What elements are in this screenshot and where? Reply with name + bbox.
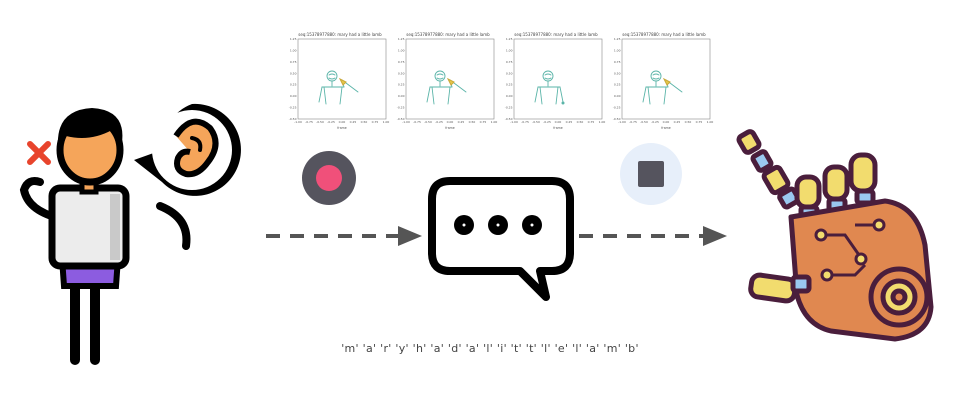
person-illustration (19, 103, 241, 365)
y-tick-label: 1.25 (614, 37, 621, 41)
x-tick-label: -0.25 (651, 120, 659, 124)
y-tick-label: 1.25 (290, 37, 297, 41)
y-tick-label: -0.25 (505, 106, 513, 110)
y-tick-label: 0.75 (506, 60, 513, 64)
x-tick-label: -0.25 (327, 120, 335, 124)
y-tick-label: 0.50 (614, 71, 621, 75)
plot-title: seq:15378977880: mary had a little lamb (622, 32, 706, 37)
y-tick-label: 1.00 (506, 48, 513, 52)
y-tick-label: -0.50 (613, 117, 621, 121)
y-tick-label: 1.00 (614, 48, 621, 52)
x-tick-label: -0.50 (424, 120, 432, 124)
pose-plot: seq:15378977880: mary had a little lamb1… (613, 32, 714, 130)
record-icon (316, 165, 342, 191)
plot-title: seq:15378977880: mary had a little lamb (514, 32, 598, 37)
y-tick-label: 0.00 (614, 94, 621, 98)
x-axis-label: frame (445, 126, 454, 130)
x-tick-label: 0.50 (685, 120, 692, 124)
x-tick-label: -0.75 (521, 120, 529, 124)
x-tick-label: -1.00 (618, 120, 626, 124)
y-tick-label: 1.00 (290, 48, 297, 52)
x-tick-label: 0.00 (663, 120, 670, 124)
x-tick-label: -0.50 (640, 120, 648, 124)
ear-bubble-icon (134, 103, 241, 196)
x-tick-label: -0.50 (316, 120, 324, 124)
x-tick-label: -0.75 (305, 120, 313, 124)
y-tick-label: 0.00 (290, 94, 297, 98)
record-button[interactable] (301, 150, 357, 206)
y-tick-label: -0.25 (289, 106, 297, 110)
y-tick-label: -0.25 (613, 106, 621, 110)
x-tick-label: 1.00 (383, 120, 390, 124)
stop-button[interactable] (619, 142, 683, 206)
y-tick-label: 0.25 (506, 83, 513, 87)
hand-marker (662, 77, 671, 86)
y-tick-label: 1.25 (506, 37, 513, 41)
stick-figure (534, 70, 564, 105)
y-tick-label: -0.50 (505, 117, 513, 121)
hand-marker (561, 101, 565, 105)
raised-arm (19, 177, 62, 222)
y-tick-label: 0.75 (614, 60, 621, 64)
typing-bubble-icon (428, 177, 574, 301)
letter-sequence-caption: 'm' 'a' 'r' 'y' 'h' 'a' 'd' 'a' 'l' 'i' … (341, 342, 639, 355)
y-tick-label: 0.00 (506, 94, 513, 98)
x-tick-label: 0.00 (555, 120, 562, 124)
x-axis-label: frame (337, 126, 346, 130)
x-tick-label: 0.75 (696, 120, 703, 124)
y-tick-label: 0.50 (398, 71, 405, 75)
y-tick-label: 0.50 (506, 71, 513, 75)
x-tick-label: -1.00 (294, 120, 302, 124)
x-tick-label: 0.00 (339, 120, 346, 124)
x-tick-label: 1.00 (491, 120, 498, 124)
pose-plot: seq:15378977880: mary had a little lamb1… (397, 32, 498, 130)
pose-plot: seq:15378977880: mary had a little lamb1… (505, 32, 606, 130)
y-tick-label: 1.25 (398, 37, 405, 41)
x-tick-label: 0.50 (469, 120, 476, 124)
x-tick-label: 0.50 (577, 120, 584, 124)
x-tick-label: -1.00 (510, 120, 518, 124)
x-tick-label: -0.25 (435, 120, 443, 124)
arrow-to-robot (579, 226, 727, 246)
x-tick-label: 0.00 (447, 120, 454, 124)
pose-plot: seq:15378977880: mary had a little lamb1… (289, 32, 390, 130)
y-tick-label: 0.75 (398, 60, 405, 64)
y-tick-label: 0.25 (398, 83, 405, 87)
x-tick-label: 0.75 (480, 120, 487, 124)
x-axis-label: frame (661, 126, 670, 130)
x-tick-label: -0.75 (629, 120, 637, 124)
x-axis-label: frame (553, 126, 562, 130)
y-tick-label: -0.50 (289, 117, 297, 121)
y-tick-label: 0.25 (290, 83, 297, 87)
x-tick-label: 1.00 (599, 120, 606, 124)
stop-icon (638, 161, 664, 187)
x-tick-label: -0.50 (532, 120, 540, 124)
y-tick-label: 0.00 (398, 94, 405, 98)
y-tick-label: 0.50 (290, 71, 297, 75)
x-tick-label: 0.25 (350, 120, 357, 124)
x-tick-label: -1.00 (402, 120, 410, 124)
y-tick-label: 1.00 (398, 48, 405, 52)
x-tick-label: -0.25 (543, 120, 551, 124)
x-tick-label: 0.25 (674, 120, 681, 124)
y-tick-label: -0.50 (397, 117, 405, 121)
hand-marker (446, 77, 455, 86)
y-tick-label: 0.25 (614, 83, 621, 87)
x-tick-label: 0.25 (566, 120, 573, 124)
plot-title: seq:15378977880: mary had a little lamb (298, 32, 382, 37)
y-tick-label: -0.25 (397, 106, 405, 110)
x-tick-label: 0.25 (458, 120, 465, 124)
x-tick-label: 0.75 (588, 120, 595, 124)
red-x-icon (27, 141, 51, 165)
y-tick-label: 0.75 (290, 60, 297, 64)
hand-marker (338, 77, 347, 86)
x-tick-label: 1.00 (707, 120, 714, 124)
x-tick-label: 0.50 (361, 120, 368, 124)
plot-title: seq:15378977880: mary had a little lamb (406, 32, 490, 37)
arrow-to-bubble (266, 226, 422, 246)
x-tick-label: 0.75 (372, 120, 379, 124)
x-tick-label: -0.75 (413, 120, 421, 124)
robot-hand-illustration (736, 129, 934, 342)
